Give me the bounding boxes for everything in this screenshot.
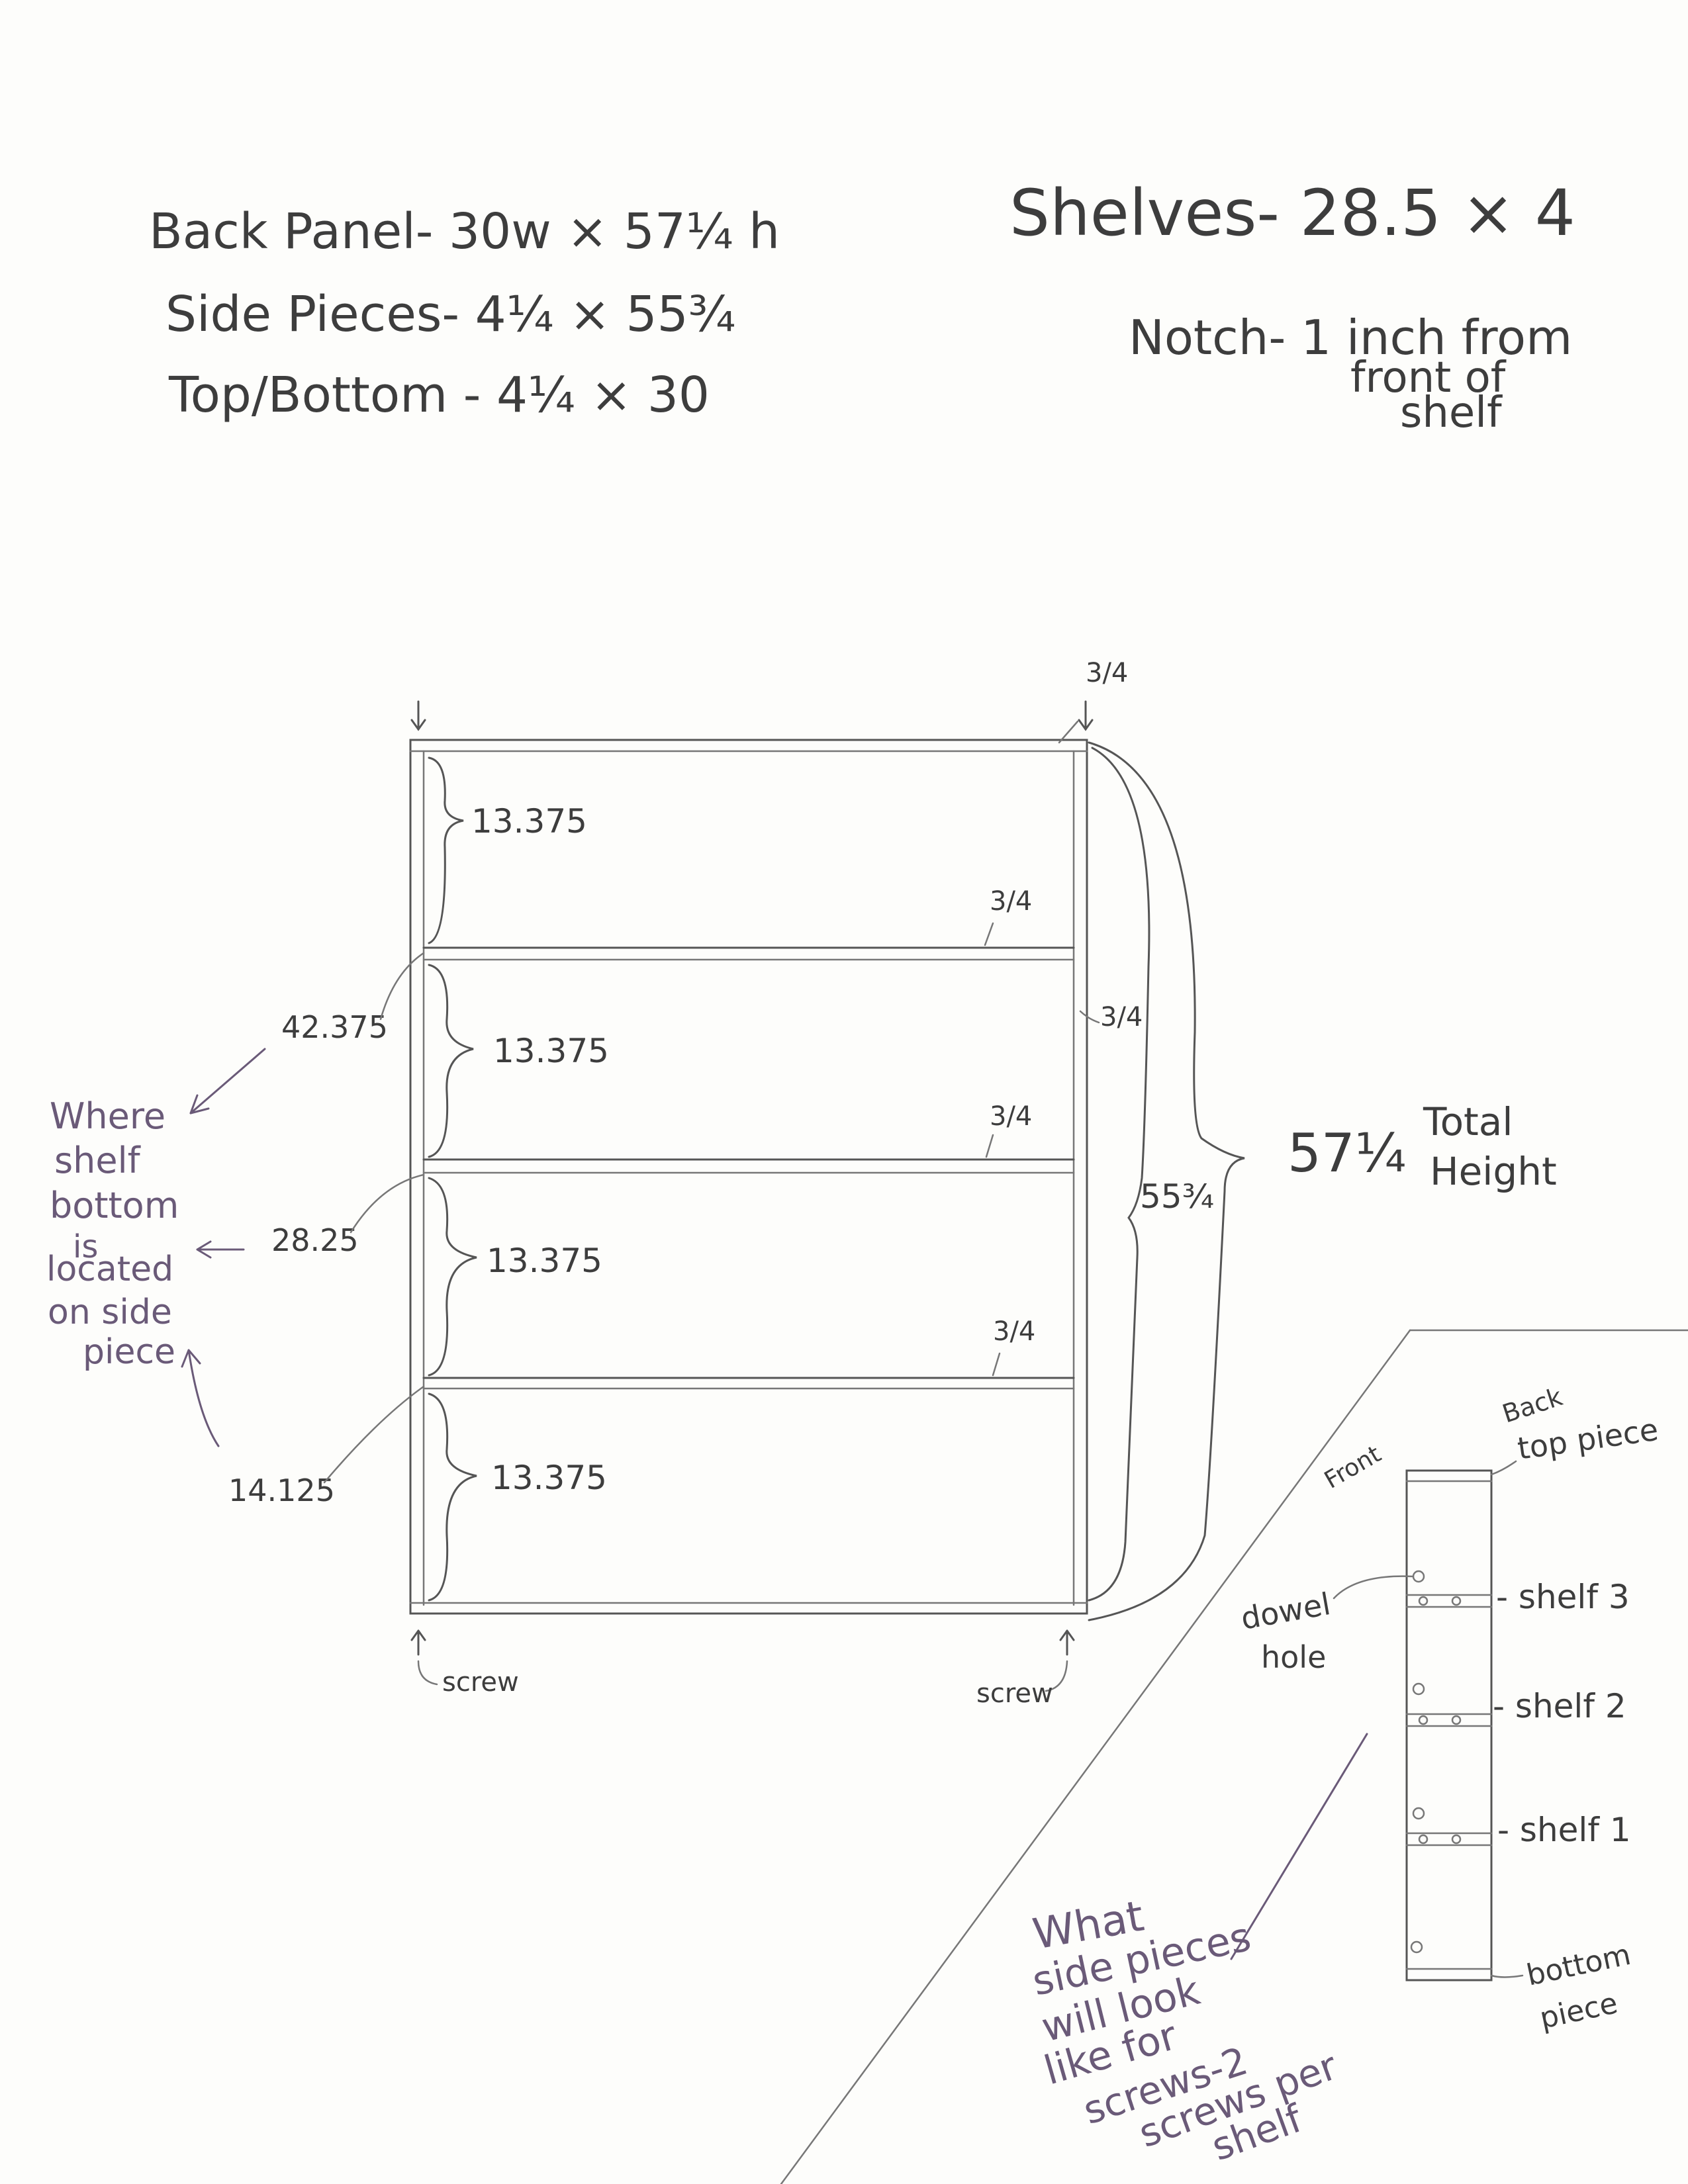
screw-hole-1a [1418, 1834, 1429, 1844]
side-view-note-leader [1230, 1733, 1368, 1960]
screw-hole-1b [1451, 1834, 1462, 1844]
notch-note-line3: shelf [1400, 388, 1503, 437]
total-height-brace [1088, 741, 1245, 1621]
top-thickness-leader [1058, 720, 1079, 744]
shelf-3-thickness: 3/4 [990, 886, 1032, 917]
detail-back-label: Back [1499, 1382, 1566, 1428]
shelf-2-position-leader [350, 1173, 425, 1234]
svg-text:is: is [73, 1228, 98, 1265]
side-height-label: 55¾ [1140, 1177, 1214, 1216]
shelf-2-thickness: 3/4 [990, 1101, 1032, 1132]
detail-shelf2-label: - shelf 2 [1493, 1687, 1626, 1725]
bookcase-front-view [409, 739, 1088, 1615]
left-screw-label: screw [442, 1667, 519, 1698]
detail-shelf3-label: - shelf 3 [1496, 1578, 1630, 1616]
right-screw-leader [1045, 1660, 1068, 1692]
total-height-label-line1: Total [1423, 1099, 1513, 1144]
svg-text:located: located [46, 1250, 173, 1289]
detail-bottom-label-line2: piece [1537, 1986, 1621, 2036]
svg-text:on side: on side [48, 1293, 172, 1332]
detail-separator-diagonal [780, 1329, 1411, 2184]
dowel-hole-leader [1333, 1575, 1415, 1600]
shelf-1-thickness: 3/4 [993, 1316, 1035, 1347]
detail-front-label: Front [1320, 1441, 1385, 1494]
svg-text:bottom: bottom [50, 1185, 179, 1226]
svg-text:shelf: shelf [54, 1140, 142, 1181]
right-screw-arrow [1059, 1629, 1075, 1656]
section-3-height: 13.375 [493, 1032, 609, 1070]
top-piece-leader [1490, 1460, 1517, 1476]
shelf-2-thickness-leader [985, 1134, 994, 1158]
section-4-brace [428, 756, 464, 944]
shelf-3-thickness-leader [984, 922, 994, 946]
shelf-1-position-leader [323, 1385, 425, 1484]
notch-note-line1: Notch- 1 inch from [1129, 310, 1572, 365]
detail-bottom-label-line1: bottom [1524, 1938, 1634, 1993]
note-arrow-bottom [181, 1349, 220, 1447]
notch-note-line2: front of [1350, 353, 1507, 402]
shelf-2-position: 28.25 [271, 1222, 359, 1258]
shelf-1-position: 14.125 [228, 1473, 335, 1508]
note-arrow-top [189, 1048, 266, 1115]
dowel-hole-3 [1412, 1570, 1425, 1583]
dowel-hole-2 [1412, 1682, 1425, 1696]
screw-hole-2b [1451, 1715, 1462, 1725]
side-piece-detail [1405, 1469, 1493, 1981]
left-screw-leader [417, 1660, 438, 1686]
top-left-arrow [410, 700, 426, 731]
bottom-piece-leader [1490, 1974, 1524, 1978]
side-thickness-leader [1079, 1010, 1100, 1024]
right-screw-label: screw [976, 1678, 1053, 1709]
shelf-1-thickness-leader [992, 1352, 1001, 1377]
svg-text:Where: Where [50, 1095, 165, 1137]
bookcase-outline [409, 739, 1088, 1615]
side-thickness: 3/4 [1100, 1002, 1143, 1032]
left-screw-arrow [410, 1629, 426, 1656]
section-1-brace [428, 1392, 477, 1602]
section-1-height: 13.375 [491, 1459, 607, 1497]
shelf-location-note: Where shelf bottom is located on side pi… [46, 1095, 179, 1372]
side-view-note: What side pieces will look like for scre… [1029, 1892, 1343, 2169]
dowel-hole-label-line1: dowel [1239, 1586, 1333, 1637]
svg-text:piece: piece [83, 1332, 175, 1372]
section-2-brace [428, 1177, 477, 1377]
top-right-arrow [1078, 700, 1094, 731]
section-3-brace [428, 964, 474, 1158]
note-arrow-middle [196, 1240, 245, 1259]
dowel-hole-bottom [1410, 1940, 1423, 1954]
side-pieces-note: Side Pieces- 4¼ × 55¾ [165, 286, 735, 343]
side-height-brace [1088, 747, 1150, 1602]
dowel-hole-1 [1412, 1807, 1425, 1820]
detail-top-piece-label: top piece [1515, 1412, 1660, 1467]
back-panel-note: Back Panel- 30w × 57¼ h [149, 203, 780, 260]
screw-hole-3b [1451, 1596, 1462, 1606]
shelf-3-position-leader [379, 952, 425, 1021]
shelves-note: Shelves- 28.5 × 4 [1009, 176, 1575, 250]
top-thickness-label: 3/4 [1086, 658, 1128, 688]
detail-shelf1-label: - shelf 1 [1497, 1811, 1631, 1849]
screw-hole-2a [1418, 1715, 1429, 1725]
total-height-label-line2: Height [1430, 1149, 1557, 1194]
shelf-3-position: 42.375 [281, 1009, 388, 1045]
dowel-hole-label-line2: hole [1261, 1639, 1326, 1675]
section-4-height: 13.375 [471, 802, 587, 841]
total-height-value: 57¼ [1288, 1122, 1406, 1184]
top-bottom-note: Top/Bottom - 4¼ × 30 [168, 367, 710, 424]
section-2-height: 13.375 [487, 1242, 602, 1280]
screw-hole-3a [1418, 1596, 1429, 1606]
